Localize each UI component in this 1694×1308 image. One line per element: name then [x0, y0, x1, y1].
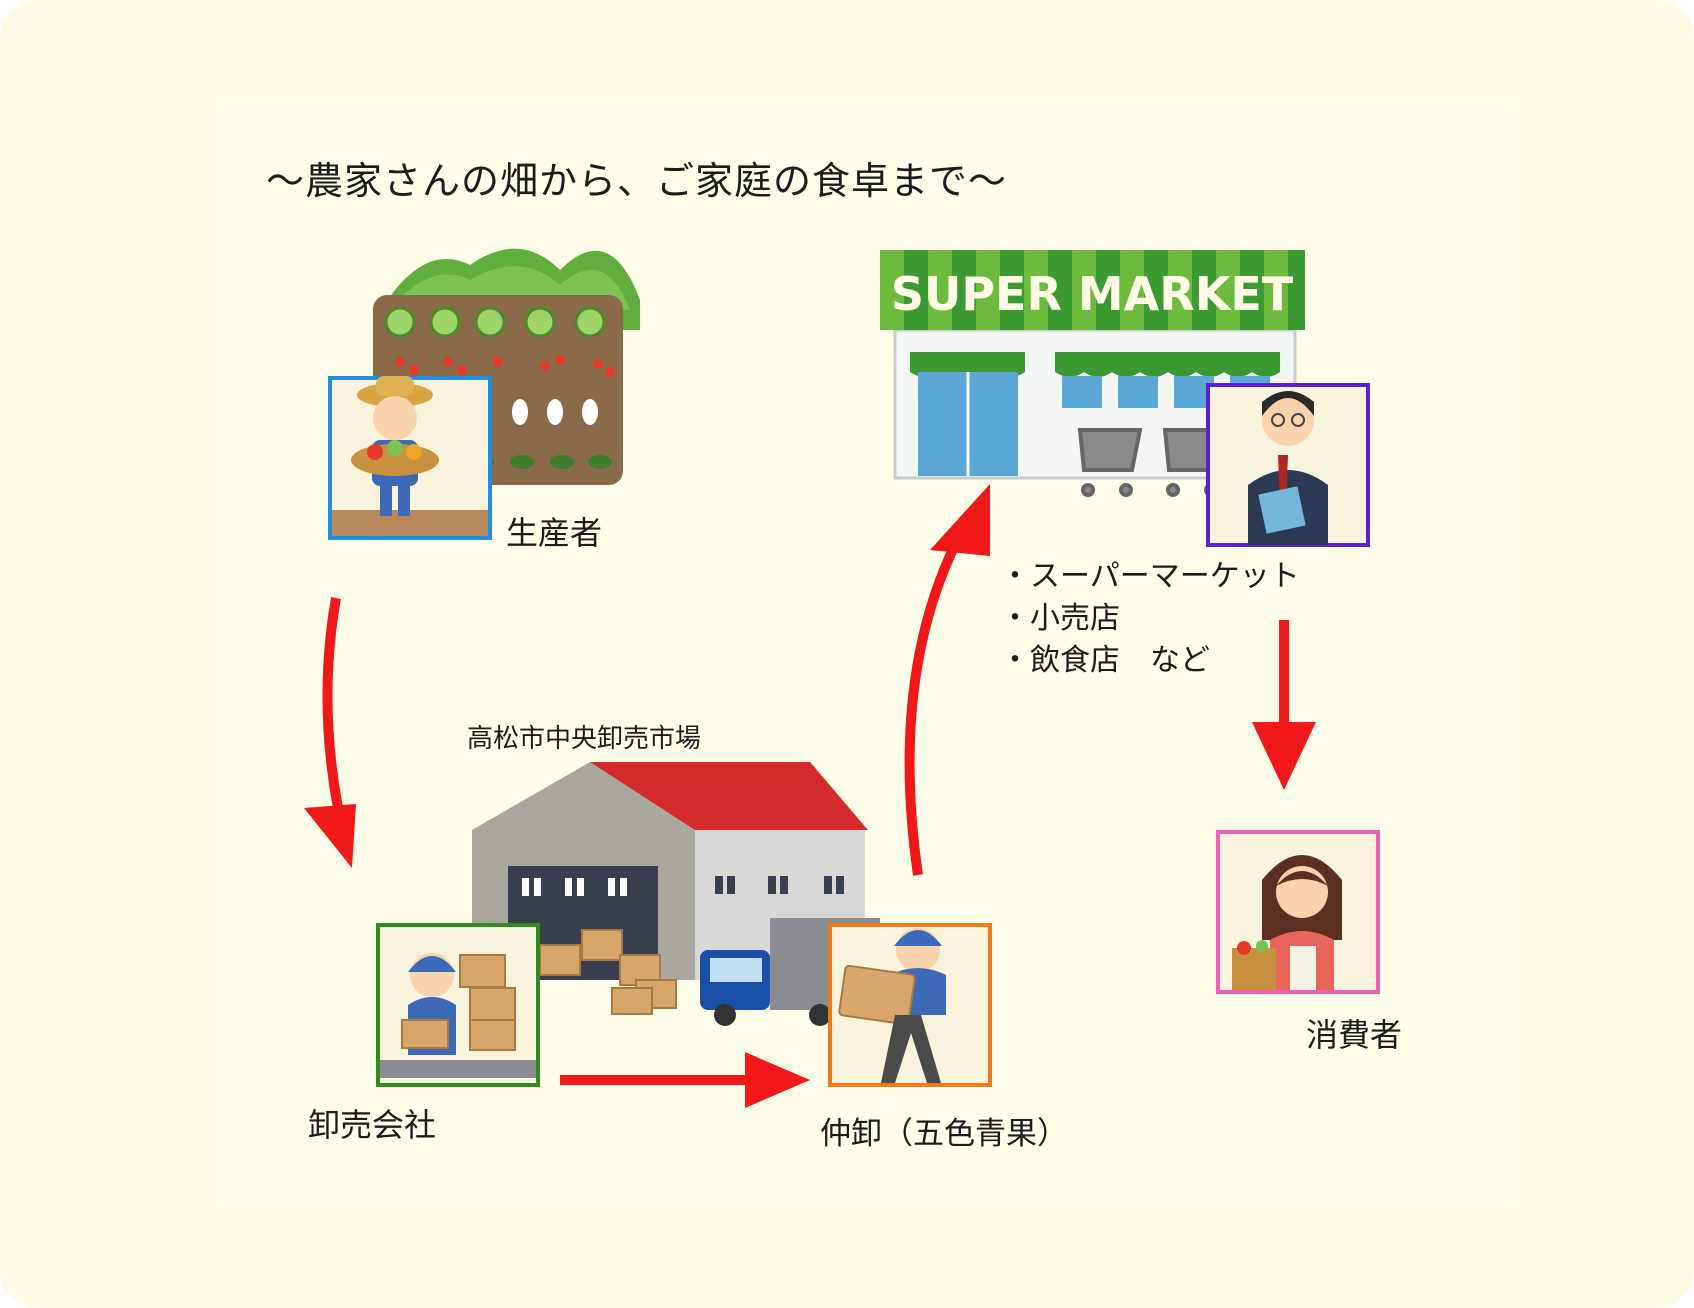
retail-item-retail-store: ・小売店: [1000, 601, 1120, 636]
consumer-label: 消費者: [1306, 1016, 1403, 1054]
broker-frame: [828, 923, 992, 1087]
arrowhead-producer-to-wholesale: [304, 804, 356, 868]
arrowhead-wholesale-to-broker: [745, 1052, 810, 1108]
supermarket-sign-text: SUPER MARKET: [891, 267, 1294, 321]
wholesale-company-label: 卸売会社: [308, 1106, 437, 1144]
consumer-frame: [1216, 830, 1380, 994]
arrow-broker-to-retail: [904, 542, 960, 876]
supermarket-sign: SUPER MARKET: [880, 250, 1305, 330]
arrow-producer-to-wholesale: [322, 597, 343, 809]
retail-item-supermarket: ・スーパーマーケット: [1000, 559, 1300, 594]
delivery-truck-icon: [700, 918, 880, 1026]
shopping-cart-icon: [1077, 428, 1228, 497]
diagram-title: ～農家さんの畑から、ご家庭の食卓まで～: [266, 159, 1008, 203]
broker-label: 仲卸（五色青果）: [820, 1116, 1068, 1152]
producer-frame: [328, 376, 492, 540]
retail-item-restaurant: ・飲食店 など: [1000, 643, 1210, 678]
arrowhead-broker-to-retail: [930, 484, 990, 556]
wholesale-company-frame: [376, 923, 540, 1087]
flow-arrows: [304, 484, 1316, 1108]
arrowhead-retail-to-consumer: [1252, 722, 1316, 790]
producer-label: 生産者: [506, 514, 603, 552]
retail-staff-frame: [1206, 383, 1370, 547]
farmer-face: [373, 396, 417, 440]
market-label: 高松市中央卸売市場: [467, 724, 702, 754]
retail-list: ・スーパーマーケット ・小売店 ・飲食店 など: [1000, 556, 1300, 682]
